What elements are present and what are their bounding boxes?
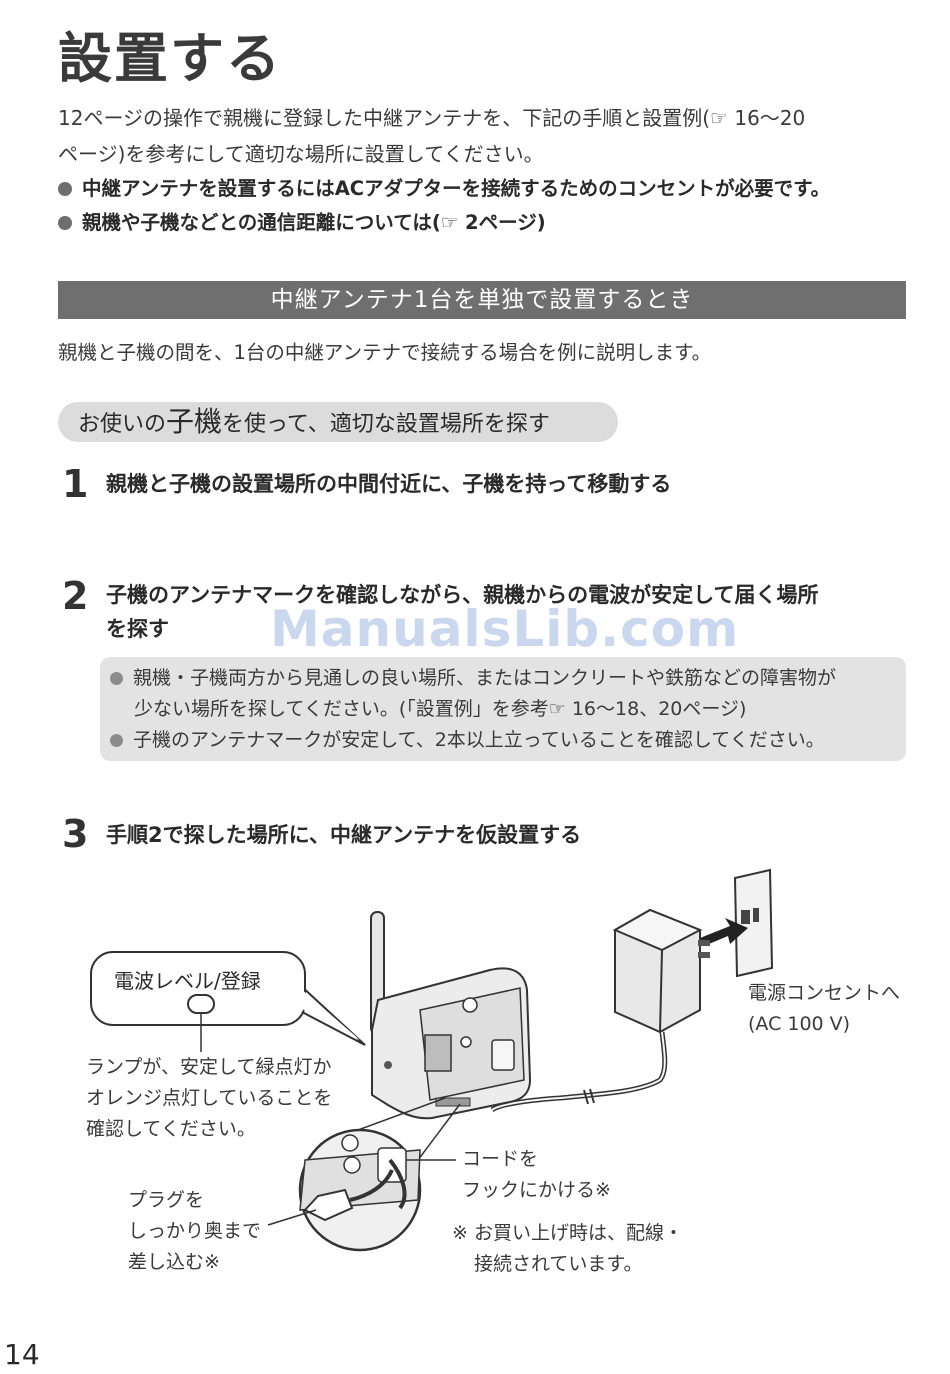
intro-bullet-2: 親機や子機などとの通信距離については(☞ 2ページ) [58, 206, 908, 240]
watermark: ManualsLib.com [270, 600, 740, 658]
zoom-detail [267, 1097, 461, 1252]
notes-box: 親機・子機両方から見通しの良い場所、またはコンクリートや鉄筋などの障害物が 少な… [100, 657, 906, 761]
wall-outlet-icon [733, 868, 774, 978]
note-1-line-2: 少ない場所を探してください。(「設置例」を参考☞ 16〜18、20ページ) [134, 698, 747, 720]
footnote: ※ お買い上げ時は、配線・ 接続されています。 [452, 1222, 683, 1275]
page-number: 14 [4, 1338, 40, 1371]
bullet-icon [58, 216, 72, 230]
intro-block: 12ページの操作で親機に登録した中継アンテナを、下記の手順と設置例(☞ 16〜2… [58, 100, 908, 240]
cord-note: コードを フックにかける※ [462, 1148, 611, 1201]
note-1-line-1: 親機・子機両方から見通しの良い場所、またはコンクリートや鉄筋などの障害物が [110, 663, 896, 694]
intro-line-2: ページ)を参考にして適切な場所に設置してください。 [58, 142, 544, 166]
bullet-icon [58, 182, 72, 196]
section-title: 中継アンテナ1台を単独で設置するとき [58, 281, 906, 319]
bullet-icon [110, 672, 123, 685]
lamp-icon [187, 994, 215, 1014]
lamp-callout [90, 951, 366, 1052]
step-3-number: 3 [62, 812, 89, 856]
note-2: 子機のアンテナマークが安定して、2本以上立っていることを確認してください。 [110, 725, 896, 756]
intro-line-1: 12ページの操作で親機に登録した中継アンテナを、下記の手順と設置例(☞ 16〜2… [58, 106, 806, 130]
step-1-text: 親機と子機の設置場所の中間付近に、子機を持って移動する [106, 472, 672, 496]
subheading-suffix: を使って、適切な設置場所を探す [222, 412, 550, 437]
step-3-text: 手順2で探した場所に、中継アンテナを仮設置する [106, 823, 582, 847]
subheading-prefix: お使いの [78, 412, 167, 437]
step-2-number: 2 [62, 574, 89, 618]
bullet-icon [110, 734, 123, 747]
subheading-pill: お使いの子機を使って、適切な設置場所を探す [58, 402, 618, 442]
page-title: 設置する [58, 27, 282, 90]
step-2-text: 子機のアンテナマークを確認しながら、親機からの電波が安定して届く場所 を探す [106, 583, 819, 641]
repeater-unit-icon [370, 911, 532, 1120]
insert-arrow-icon [700, 918, 748, 946]
plug-note: プラグを しっかり奥まで 差し込む※ [128, 1189, 262, 1273]
callout-label: 電波レベル/登録 [114, 969, 261, 993]
ac-adapter-icon [612, 908, 710, 1034]
outlet-note: 電源コンセントへ (AC 100 V) [748, 982, 901, 1035]
intro-bullet-1: 中継アンテナを設置するにはACアダプターを接続するためのコンセントが必要です。 [58, 172, 908, 206]
section-description: 親機と子機の間を、1台の中継アンテナで接続する場合を例に説明します。 [58, 341, 712, 364]
lamp-note: ランプが、安定して緑点灯か オレンジ点灯していることを 確認してください。 [86, 1056, 333, 1140]
step-1-number: 1 [62, 462, 89, 506]
subheading-emphasis: 子機 [166, 405, 223, 438]
